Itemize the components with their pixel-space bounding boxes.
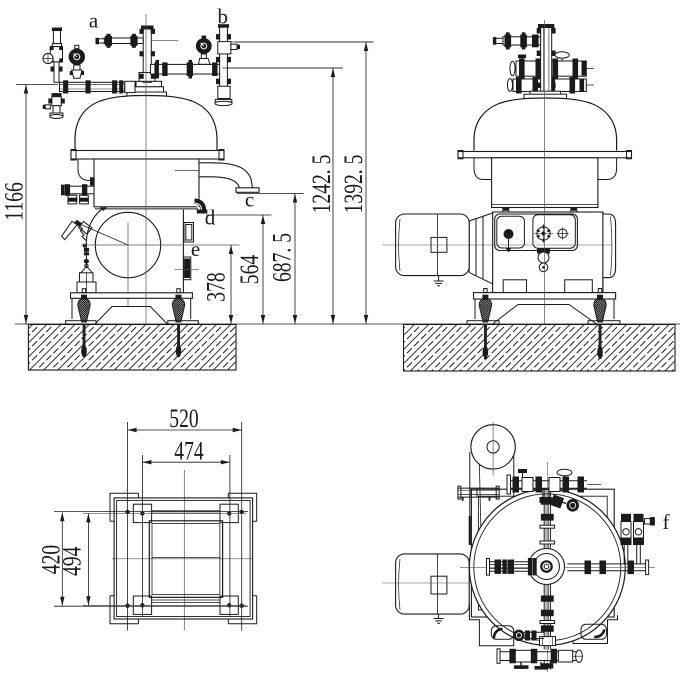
svg-text:564: 564 [235,255,265,285]
svg-text:687. 5: 687. 5 [268,233,298,282]
svg-text:c: c [245,188,254,212]
svg-text:420: 420 [37,545,67,574]
svg-text:520: 520 [169,404,198,434]
svg-text:d: d [205,206,216,230]
svg-text:a: a [89,9,99,33]
svg-text:1242. 5: 1242. 5 [307,155,337,214]
svg-text:e: e [191,237,200,261]
svg-text:494: 494 [58,546,88,576]
svg-text:1392. 5: 1392. 5 [339,155,369,214]
svg-text:474: 474 [174,437,204,467]
svg-text:1166: 1166 [0,182,29,220]
svg-text:378: 378 [202,272,232,301]
svg-text:b: b [218,4,229,28]
svg-text:f: f [663,510,670,534]
